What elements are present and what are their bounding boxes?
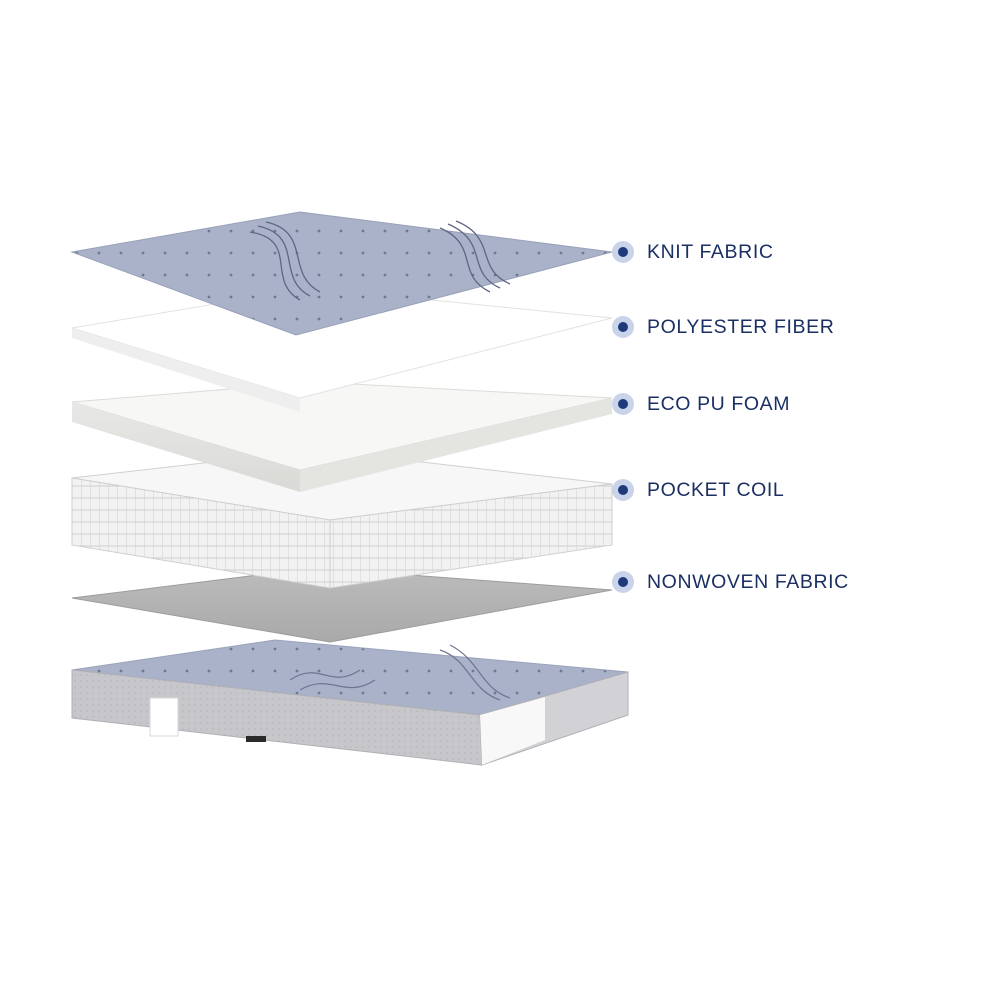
layer-dot-icon [612, 479, 634, 501]
layer-dot-icon [612, 393, 634, 415]
label-pocket-coil: POCKET COIL [612, 475, 784, 505]
layer-eco-pu-foam [71, 381, 613, 492]
layer-dot-icon [612, 241, 634, 263]
layer-label: POLYESTER FIBER [647, 315, 835, 338]
layer-label: KNIT FABRIC [647, 240, 774, 263]
label-eco-pu-foam: ECO PU FOAM [612, 389, 790, 419]
label-polyester-fiber: POLYESTER FIBER [612, 312, 834, 342]
mattress-base [71, 639, 629, 766]
layer-dot-icon [612, 316, 634, 338]
layer-nonwoven-fabric [71, 567, 613, 643]
layer-label: ECO PU FOAM [647, 392, 791, 415]
label-nonwoven-fabric: NONWOVEN FABRIC [612, 567, 849, 597]
layer-pocket-coil [71, 449, 613, 589]
layer-label: POCKET COIL [647, 478, 785, 501]
layer-dot-icon [612, 571, 634, 593]
brand-tag-logo [149, 697, 179, 737]
brand-tag-small [246, 736, 266, 742]
layer-label: NONWOVEN FABRIC [647, 570, 849, 593]
label-knit-fabric: KNIT FABRIC [612, 237, 774, 267]
